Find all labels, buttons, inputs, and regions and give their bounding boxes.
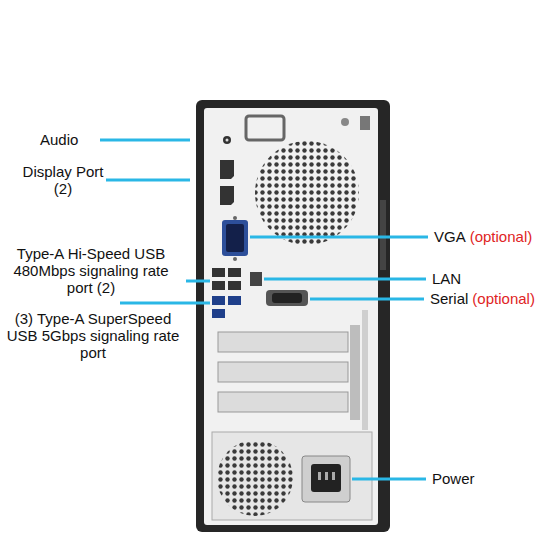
label-row: Serial(optional): [430, 290, 535, 307]
optional-note: (optional): [472, 290, 535, 307]
port-label: Type-A Hi-Speed USB 480Mbps signaling ra…: [2, 245, 180, 296]
port-label: Power: [432, 470, 475, 487]
port-label: (3) Type-A SuperSpeed USB 5Gbps signalin…: [4, 310, 182, 361]
port-label: Audio: [40, 131, 78, 148]
port-label: LAN: [432, 270, 461, 287]
label-row: VGA(optional): [434, 228, 532, 245]
leader-lines: [100, 140, 428, 479]
port-label: Display Port (2): [22, 163, 104, 197]
port-label: VGA: [434, 228, 466, 245]
port-label: Serial: [430, 290, 468, 307]
optional-note: (optional): [470, 228, 533, 245]
